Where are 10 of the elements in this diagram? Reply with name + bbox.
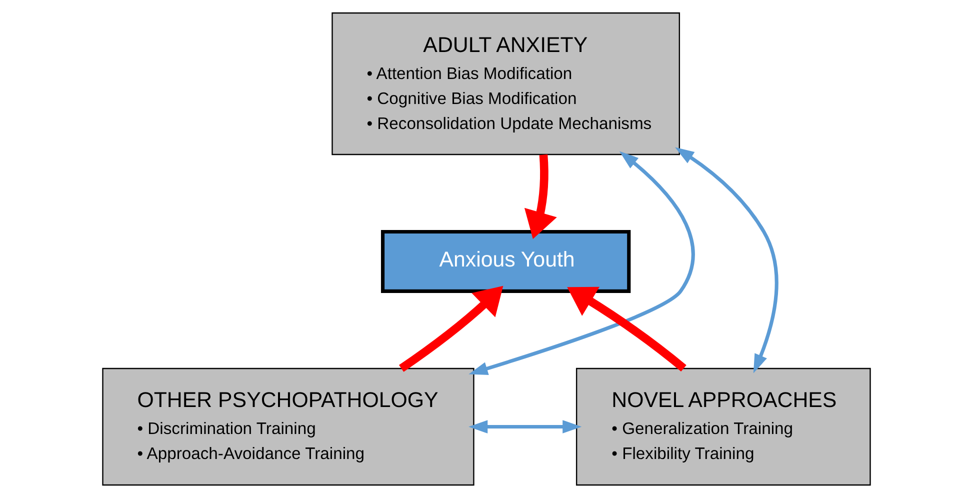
node-box: ADULT ANXIETY • Attention Bias Modification • Cognitive Bias Modification • Reconsolidation Update Mechanisms	[331, 12, 680, 156]
arrow	[468, 151, 694, 375]
node-box: Anxious Youth	[380, 230, 630, 293]
node-box: NOVEL APPROACHES • Generalization Training • Flexibility Training	[575, 368, 870, 486]
arrow	[468, 420, 582, 434]
node-box: OTHER PSYCHOPATHOLOGY • Discrimination Training • Approach-Avoidance Training	[102, 368, 474, 486]
arrow	[566, 286, 686, 372]
arrow	[524, 154, 556, 240]
arrow	[398, 286, 503, 372]
arrow	[674, 147, 778, 374]
